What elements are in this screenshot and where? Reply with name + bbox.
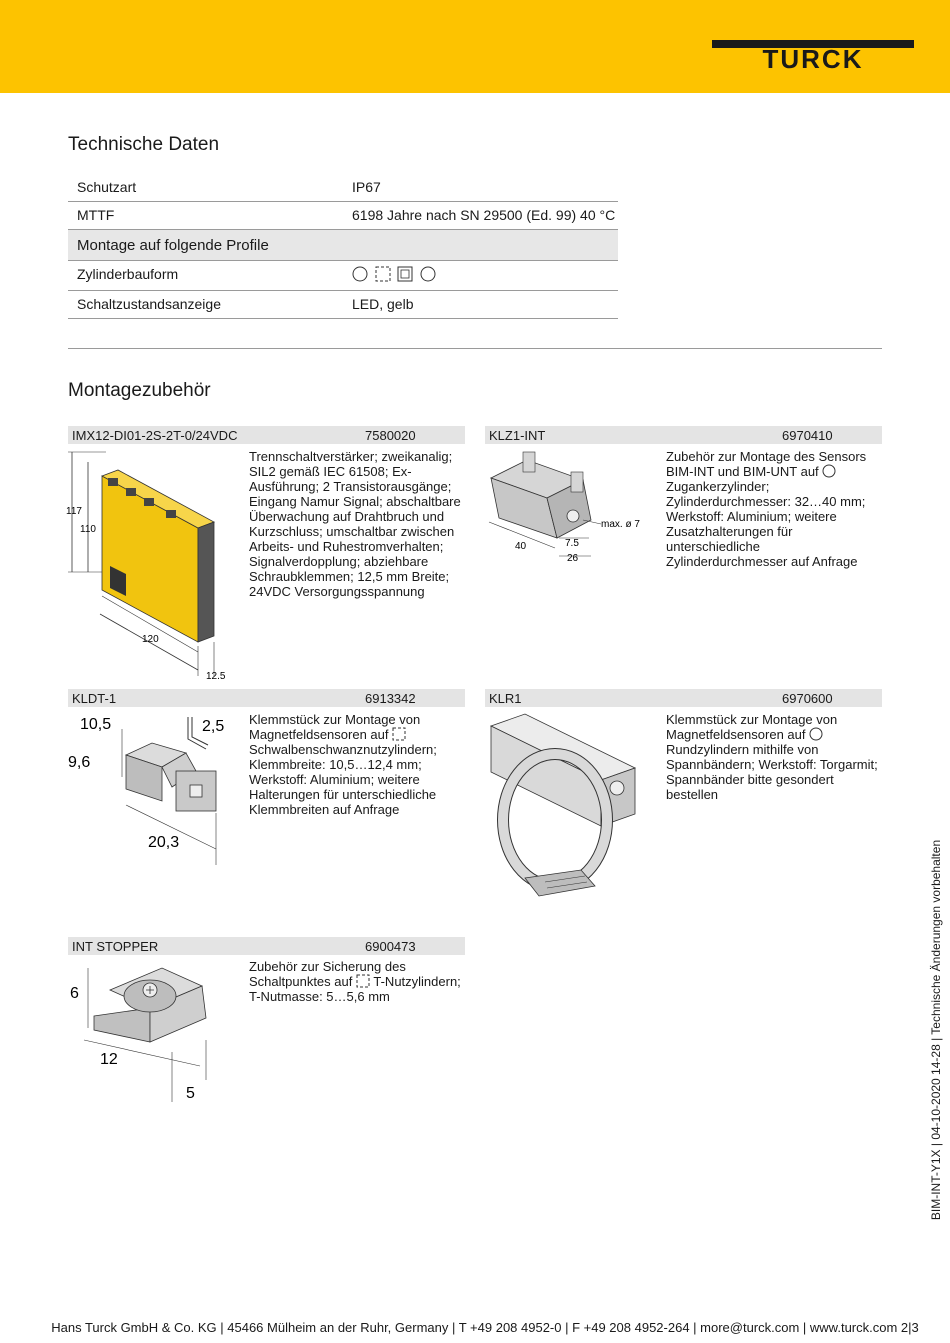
spec-table: Schutzart IP67 MTTF 6198 Jahre nach SN 2… xyxy=(68,174,618,319)
int-stopper-drawing: 6 12 5 xyxy=(70,967,207,1102)
table-section-header: Montage auf folgende Profile xyxy=(68,230,618,261)
footer-contact: Hans Turck GmbH & Co. KG | 45466 Mülheim… xyxy=(51,1320,919,1335)
divider xyxy=(68,348,882,349)
tech-data-title: Technische Daten xyxy=(68,134,220,155)
section-label: Montage auf folgende Profile xyxy=(77,237,269,254)
accessory-number: 6913342 xyxy=(365,691,416,706)
table-row: MTTF 6198 Jahre nach SN 29500 (Ed. 99) 4… xyxy=(68,202,618,230)
accessory-number: 6970410 xyxy=(782,428,833,443)
desc-part: Schwalbenschwanznutzylindern; Klemmbreit… xyxy=(249,742,437,817)
svg-text:26: 26 xyxy=(567,553,579,564)
profile-icons xyxy=(343,261,618,290)
accessory-header: INT STOPPER 6900473 xyxy=(68,937,465,955)
desc-part: Zubehör zur Montage des Sensors BIM-INT … xyxy=(666,449,867,479)
accessory-name: KLDT-1 xyxy=(72,691,117,706)
accessory-description: Klemmstück zur Montage von Magnetfeldsen… xyxy=(666,712,884,802)
desc-part: Rundzylindern mithilfe von Spannbändern;… xyxy=(666,742,878,802)
svg-text:max. ø 7: max. ø 7 xyxy=(601,519,640,530)
table-row: Schutzart IP67 xyxy=(68,174,618,202)
svg-text:12.5: 12.5 xyxy=(206,671,226,682)
table-row: Zylinderbauform xyxy=(68,261,618,291)
desc-part: T-Nutzylindern; T-Nutmasse: 5…5,6 mm xyxy=(249,974,461,1004)
spec-key: Zylinderbauform xyxy=(77,266,179,282)
accessory-number: 7580020 xyxy=(365,428,416,443)
spec-value: LED, gelb xyxy=(352,296,414,312)
accessory-name: INT STOPPER xyxy=(72,939,159,954)
round-cylinder-icon xyxy=(809,727,823,741)
klz1-clamp-drawing: max. ø 7 40 7.5 26 xyxy=(488,451,640,564)
svg-text:12: 12 xyxy=(100,1051,118,1068)
svg-text:TURCK: TURCK xyxy=(763,44,864,70)
accessory-description: Trennschaltverstärker; zweikanalig; SIL2… xyxy=(249,449,461,599)
accessory-name: KLZ1-INT xyxy=(489,428,546,443)
accessory-description: Zubehör zur Sicherung des Schaltpunktes … xyxy=(249,959,463,1004)
svg-text:9,6: 9,6 xyxy=(68,754,90,771)
svg-text:110: 110 xyxy=(80,524,96,535)
svg-text:20,3: 20,3 xyxy=(148,834,179,851)
spec-key: MTTF xyxy=(77,207,115,223)
spec-key: Schutzart xyxy=(77,179,137,195)
svg-text:2,5: 2,5 xyxy=(202,718,224,735)
desc-part: Klemmstück zur Montage von Magnetfeldsen… xyxy=(249,712,421,742)
turck-logo: TURCK xyxy=(712,40,914,70)
accessory-number: 6970600 xyxy=(782,691,833,706)
accessory-header: KLR1 6970600 xyxy=(485,689,882,707)
desc-part: Zubehör zur Sicherung des Schaltpunktes … xyxy=(249,959,406,989)
svg-text:6: 6 xyxy=(70,985,79,1002)
svg-text:40: 40 xyxy=(515,541,527,552)
imx12-module-drawing: 117 110 120 12.5 xyxy=(66,451,226,682)
klr1-band-clamp-drawing xyxy=(489,713,637,897)
accessories-title: Montagezubehör xyxy=(68,380,211,401)
round-cylinder-icon xyxy=(822,464,836,478)
table-row: Schaltzustandsanzeige LED, gelb xyxy=(68,291,618,319)
accessory-number: 6900473 xyxy=(365,939,416,954)
svg-text:117: 117 xyxy=(66,506,82,517)
svg-text:5: 5 xyxy=(186,1085,195,1102)
accessory-name: IMX12-DI01-2S-2T-0/24VDC xyxy=(72,428,238,443)
desc-part: Zugankerzylinder; Zylinderdurchmesser: 3… xyxy=(666,479,866,569)
svg-text:10,5: 10,5 xyxy=(80,716,111,733)
svg-text:120: 120 xyxy=(142,634,159,645)
desc-part: Klemmstück zur Montage von Magnetfeldsen… xyxy=(666,712,838,742)
svg-text:7.5: 7.5 xyxy=(565,538,579,549)
profile-shapes-icon xyxy=(352,266,436,282)
spec-key: Schaltzustandsanzeige xyxy=(77,296,221,312)
spec-value: 6198 Jahre nach SN 29500 (Ed. 99) 40 °C xyxy=(352,207,616,223)
accessory-description: Zubehör zur Montage des Sensors BIM-INT … xyxy=(666,449,884,569)
accessory-description: Klemmstück zur Montage von Magnetfeldsen… xyxy=(249,712,463,817)
accessory-header: KLZ1-INT 6970410 xyxy=(485,426,882,444)
kldt1-clamp-drawing: 10,5 2,5 9,6 20,3 xyxy=(68,716,224,865)
accessory-name: KLR1 xyxy=(489,691,522,706)
spec-value: IP67 xyxy=(352,179,381,195)
accessory-header: KLDT-1 6913342 xyxy=(68,689,465,707)
t-slot-profile-icon xyxy=(356,974,370,988)
dovetail-profile-icon xyxy=(392,727,406,741)
accessory-header: IMX12-DI01-2S-2T-0/24VDC 7580020 xyxy=(68,426,465,444)
document-id-side-text: BIM-INT-Y1X | 04-10-2020 14-28 | Technis… xyxy=(929,839,943,1221)
